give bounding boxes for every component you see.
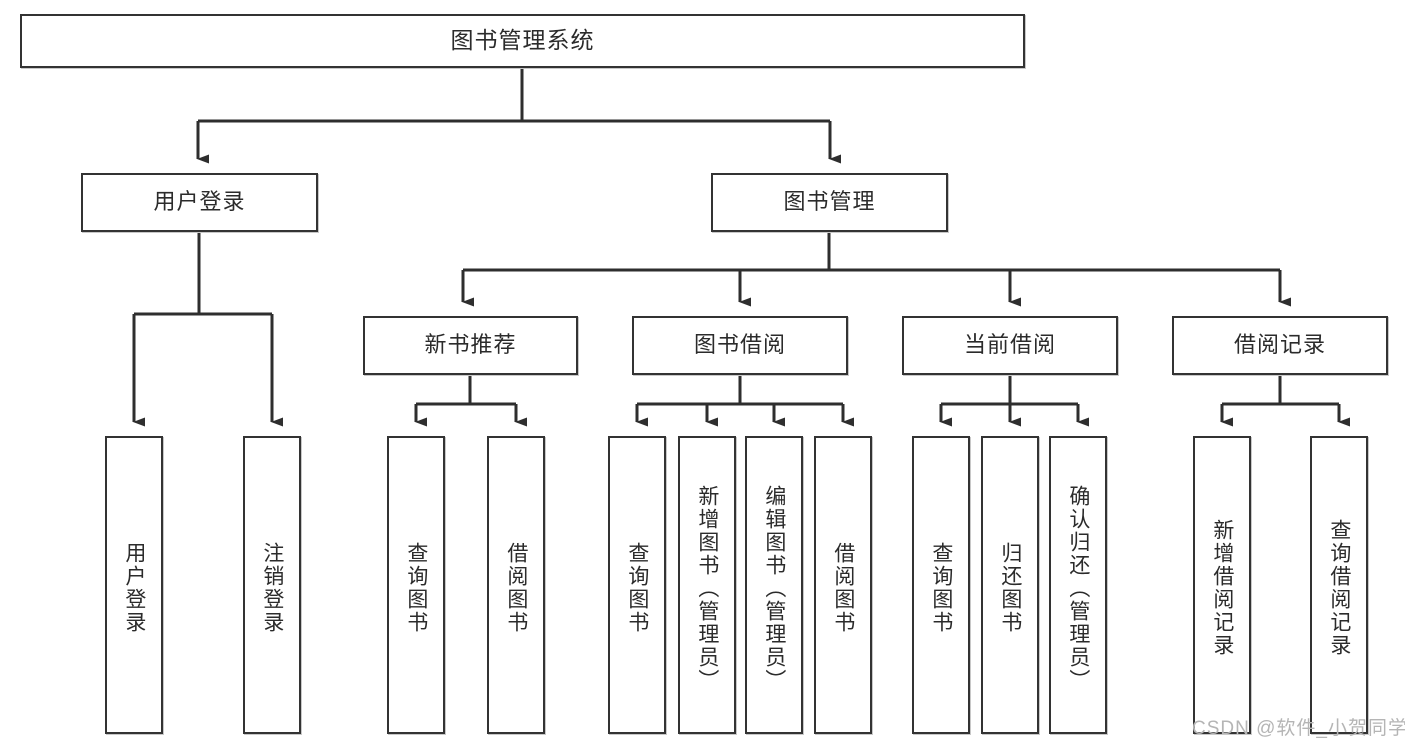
node-label: 新书推荐 bbox=[424, 332, 517, 358]
leaf-user-logout[interactable]: 注销登录 bbox=[243, 436, 301, 734]
node-label: 借阅图书 bbox=[504, 542, 528, 634]
node-label: 编辑图书（管理员） bbox=[762, 484, 786, 692]
node-book-management[interactable]: 图书管理 bbox=[711, 173, 948, 232]
node-label: 借阅记录 bbox=[1233, 332, 1326, 358]
node-label: 图书管理系统 bbox=[450, 27, 595, 54]
node-label: 当前借阅 bbox=[963, 332, 1056, 358]
leaf-user-login[interactable]: 用户登录 bbox=[105, 436, 163, 734]
leaf-new-book-query[interactable]: 查询图书 bbox=[387, 436, 445, 734]
node-label: 新增图书（管理员） bbox=[695, 484, 719, 692]
node-label: 用户登录 bbox=[122, 542, 146, 634]
node-new-book-recommend[interactable]: 新书推荐 bbox=[363, 316, 578, 375]
node-label: 图书借阅 bbox=[693, 332, 786, 358]
leaf-current-query-book[interactable]: 查询图书 bbox=[912, 436, 970, 734]
leaf-current-confirm-return-admin[interactable]: 确认归还（管理员） bbox=[1049, 436, 1107, 734]
node-label: 查询图书 bbox=[625, 542, 649, 634]
node-user-login[interactable]: 用户登录 bbox=[81, 173, 318, 232]
leaf-borrow-borrow-book[interactable]: 借阅图书 bbox=[814, 436, 872, 734]
leaf-record-query[interactable]: 查询借阅记录 bbox=[1310, 436, 1368, 734]
node-label: 注销登录 bbox=[260, 542, 284, 634]
node-book-borrow[interactable]: 图书借阅 bbox=[632, 316, 848, 375]
node-root-library-system[interactable]: 图书管理系统 bbox=[20, 14, 1025, 68]
node-label: 图书管理 bbox=[783, 189, 876, 215]
node-current-borrow[interactable]: 当前借阅 bbox=[902, 316, 1118, 375]
leaf-new-book-borrow[interactable]: 借阅图书 bbox=[487, 436, 545, 734]
node-label: 查询图书 bbox=[929, 542, 953, 634]
watermark: CSDN @软件_小贺同学 bbox=[1192, 718, 1405, 739]
leaf-borrow-add-book-admin[interactable]: 新增图书（管理员） bbox=[678, 436, 736, 734]
leaf-current-return-book[interactable]: 归还图书 bbox=[981, 436, 1039, 734]
node-label: 新增借阅记录 bbox=[1210, 519, 1234, 657]
leaf-borrow-query-book[interactable]: 查询图书 bbox=[608, 436, 666, 734]
leaf-borrow-edit-book-admin[interactable]: 编辑图书（管理员） bbox=[745, 436, 803, 734]
node-label: 用户登录 bbox=[153, 189, 246, 215]
node-label: 归还图书 bbox=[998, 542, 1022, 634]
node-label: 借阅图书 bbox=[831, 542, 855, 634]
leaf-record-add[interactable]: 新增借阅记录 bbox=[1193, 436, 1251, 734]
node-label: 确认归还（管理员） bbox=[1066, 484, 1090, 692]
node-label: 查询图书 bbox=[404, 542, 428, 634]
node-label: 查询借阅记录 bbox=[1327, 519, 1351, 657]
node-borrow-record[interactable]: 借阅记录 bbox=[1172, 316, 1388, 375]
